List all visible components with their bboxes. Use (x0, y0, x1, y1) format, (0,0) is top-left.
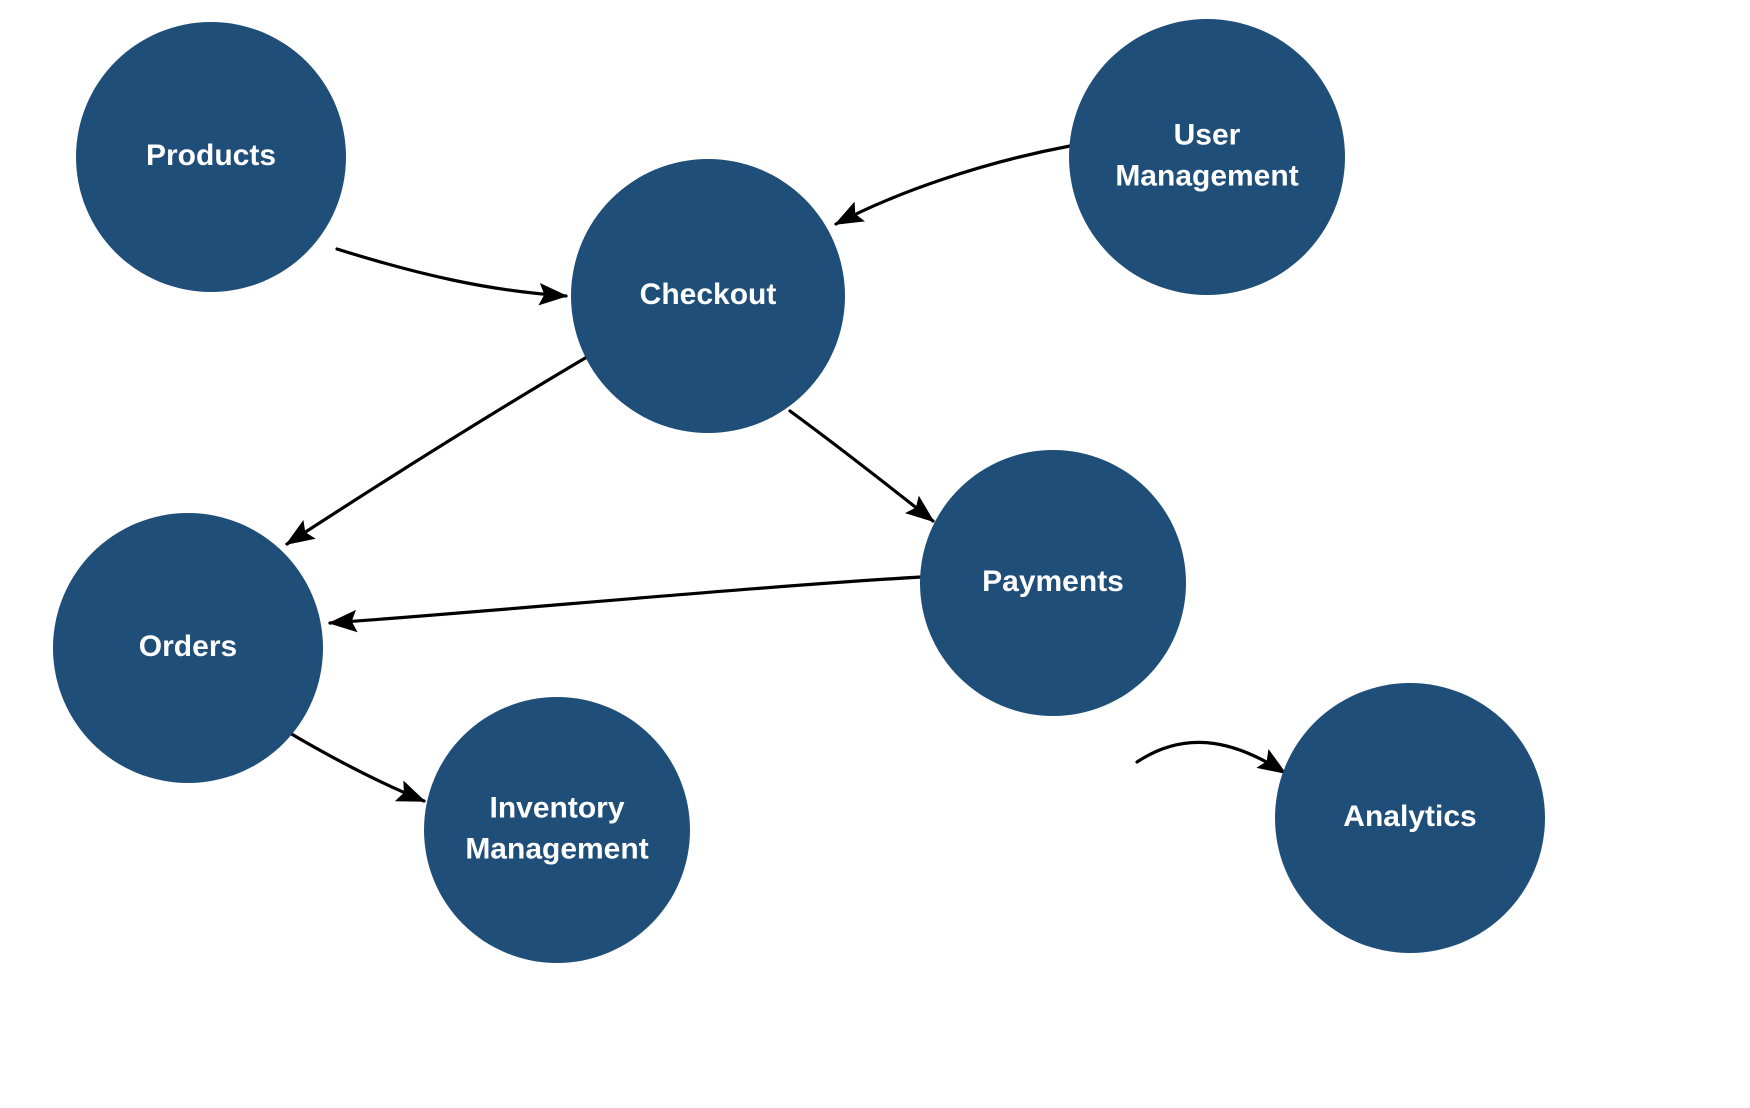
node-products[interactable]: Products (76, 22, 346, 292)
edge-orders-to-inventory-management (281, 727, 426, 803)
edge-payments-to-analytics (1135, 740, 1287, 775)
node-circle-inventory-management[interactable] (424, 697, 690, 963)
node-circle-payments[interactable] (920, 450, 1186, 716)
node-orders[interactable]: Orders (53, 513, 323, 783)
node-circle-analytics[interactable] (1275, 683, 1545, 953)
edge-products-to-checkout (335, 247, 568, 306)
node-circle-orders[interactable] (53, 513, 323, 783)
node-circle-checkout[interactable] (571, 159, 845, 433)
edge-checkout-to-payments (788, 409, 935, 523)
node-circle-user-management[interactable] (1069, 19, 1345, 295)
edges-layer (281, 144, 1287, 803)
edge-user-management-to-checkout (834, 144, 1072, 226)
node-payments[interactable]: Payments (920, 450, 1186, 716)
node-checkout[interactable]: Checkout (571, 159, 845, 433)
edge-checkout-to-orders (285, 352, 594, 546)
edge-payments-to-orders (328, 575, 923, 633)
node-circle-products[interactable] (76, 22, 346, 292)
node-analytics[interactable]: Analytics (1275, 683, 1545, 953)
